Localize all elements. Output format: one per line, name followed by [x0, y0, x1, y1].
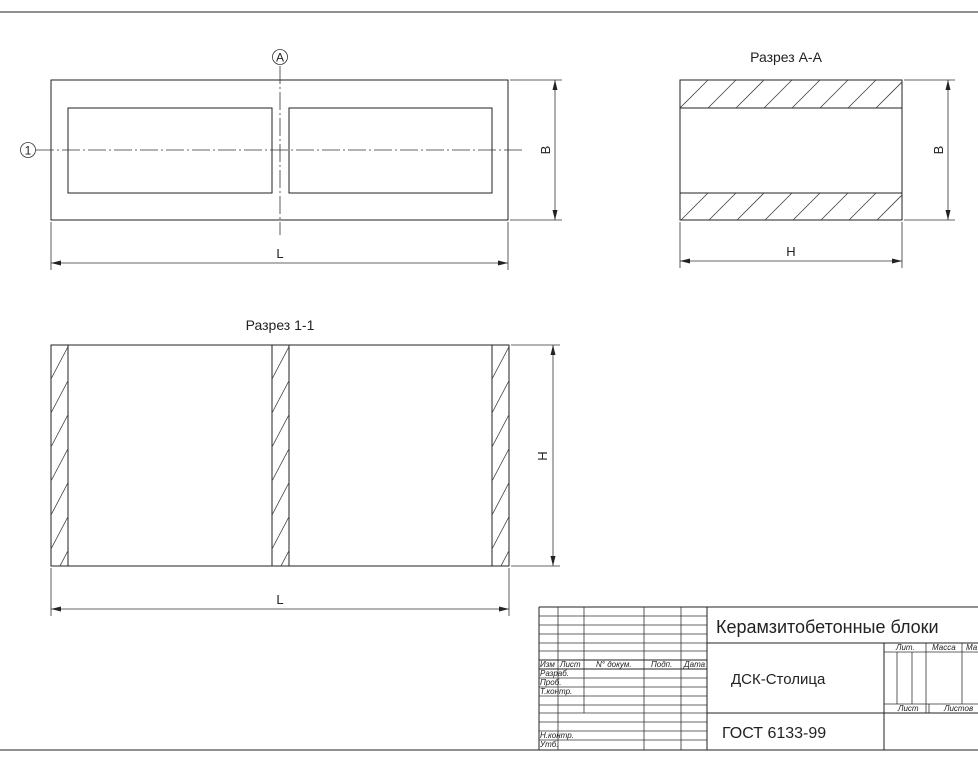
tb-cell-scale: Ма: [966, 643, 978, 652]
hatch-line: [492, 380, 509, 414]
hatch-line: [272, 380, 289, 414]
hatch-line: [492, 516, 509, 550]
section-11-hatch-left: [51, 345, 68, 566]
section-aa-title: Разрез А-А: [750, 49, 822, 65]
hatch-line: [51, 448, 68, 482]
section-11-hatch-right: [492, 345, 509, 566]
hatch-line: [905, 193, 932, 220]
hatch-line: [708, 193, 737, 220]
hatch-line: [735, 80, 765, 108]
section-11-dimension-h: H: [511, 344, 560, 567]
plan-void-right: [288, 107, 493, 194]
hatch-line: [680, 80, 681, 81]
sheet-frame: [0, 11, 978, 751]
tb-product-name: Керамзитобетонные блоки: [716, 617, 939, 637]
section-11-view: Разрез 1-1 H L: [50, 317, 560, 616]
tb-col-docno: N° докум.: [596, 660, 632, 669]
hatch-line: [492, 414, 509, 448]
title-block: Изм Лист N° докум. Подп. Дата Разраб. Пр…: [538, 606, 978, 750]
section-11-dim-h-label: H: [535, 451, 550, 460]
tb-role-developed: Разраб.: [540, 669, 569, 678]
hatch-line: [680, 193, 709, 220]
section-aa-hatch-bottom: [680, 193, 932, 220]
tb-cell-sheets: Листов: [943, 704, 973, 713]
hatch-line: [272, 414, 289, 448]
section-aa-dim-h-label: H: [786, 244, 795, 259]
axis-1-label: 1: [25, 144, 32, 158]
hatch-line: [707, 80, 737, 108]
hatch-line: [272, 516, 289, 550]
hatch-line: [792, 193, 821, 220]
section-11-dimension-l: L: [50, 568, 510, 616]
plan-void-left: [67, 107, 273, 194]
plan-dimension-b: B: [510, 79, 562, 221]
hatch-line: [272, 448, 289, 482]
tb-role-norm-control: Н.контр.: [540, 731, 574, 740]
plan-view: A 1 B L: [20, 49, 562, 270]
hatch-line: [736, 193, 765, 220]
plan-dimension-l: L: [50, 222, 509, 270]
hatch-line: [492, 346, 509, 380]
tb-col-change: Изм: [540, 660, 555, 669]
hatch-line: [51, 380, 68, 414]
section-11-outline: [50, 344, 510, 567]
tb-col-sheet: Лист: [559, 660, 581, 669]
hatch-line: [847, 80, 877, 108]
tb-organization: ДСК-Столица: [731, 671, 826, 688]
section-aa-dim-b-label: B: [931, 146, 946, 155]
hatch-line: [51, 345, 52, 346]
tb-cell-lit: Лит.: [895, 643, 915, 652]
hatch-line: [680, 80, 709, 108]
tb-col-date: Дата: [683, 660, 706, 669]
tb-cell-sheet: Лист: [897, 704, 919, 713]
tb-role-tech-control: Т.контр.: [540, 687, 572, 696]
tb-role-checked: Проб.: [540, 678, 561, 687]
section-11-hatch-middle: [272, 345, 289, 566]
hatch-line: [904, 80, 932, 108]
hatch-line: [492, 448, 509, 482]
section-aa-dimension-b: B: [904, 79, 955, 221]
axis-a-label: A: [276, 51, 284, 65]
hatch-line: [791, 80, 821, 108]
hatch-line: [500, 550, 509, 566]
hatch-line: [280, 550, 289, 566]
hatch-line: [51, 346, 68, 380]
hatch-line: [492, 345, 493, 346]
section-aa-outline: [679, 79, 903, 221]
hatch-line: [492, 482, 509, 516]
hatch-line: [51, 414, 68, 448]
hatch-line: [820, 193, 849, 220]
title-block-left-rows: [539, 615, 707, 741]
tb-standard: ГОСТ 6133-99: [722, 725, 826, 742]
axis-1-marker: [20, 142, 36, 158]
tb-col-signature: Подп.: [651, 660, 672, 669]
section-aa-hatch-top: [680, 80, 932, 108]
hatch-line: [763, 80, 793, 108]
plan-dim-b-label: B: [538, 146, 553, 155]
hatch-line: [819, 80, 849, 108]
tb-role-approved: Утб.: [539, 740, 559, 749]
hatch-line: [59, 550, 68, 566]
hatch-line: [272, 346, 289, 380]
hatch-line: [876, 194, 902, 220]
hatch-line: [764, 193, 793, 220]
tb-cell-mass: Масса: [932, 643, 956, 652]
section-aa-dimension-h: H: [679, 222, 903, 268]
section-11-title: Разрез 1-1: [246, 317, 315, 333]
plan-dim-l-label: L: [276, 246, 283, 261]
hatch-line: [51, 482, 68, 516]
hatch-line: [848, 193, 877, 220]
hatch-line: [680, 193, 681, 194]
section-aa-view: Разрез А-А B H: [679, 49, 955, 268]
section-11-dim-l-label: L: [276, 592, 283, 607]
hatch-line: [51, 516, 68, 550]
axis-a-marker: [272, 49, 288, 65]
hatch-line: [272, 482, 289, 516]
hatch-line: [875, 81, 902, 108]
